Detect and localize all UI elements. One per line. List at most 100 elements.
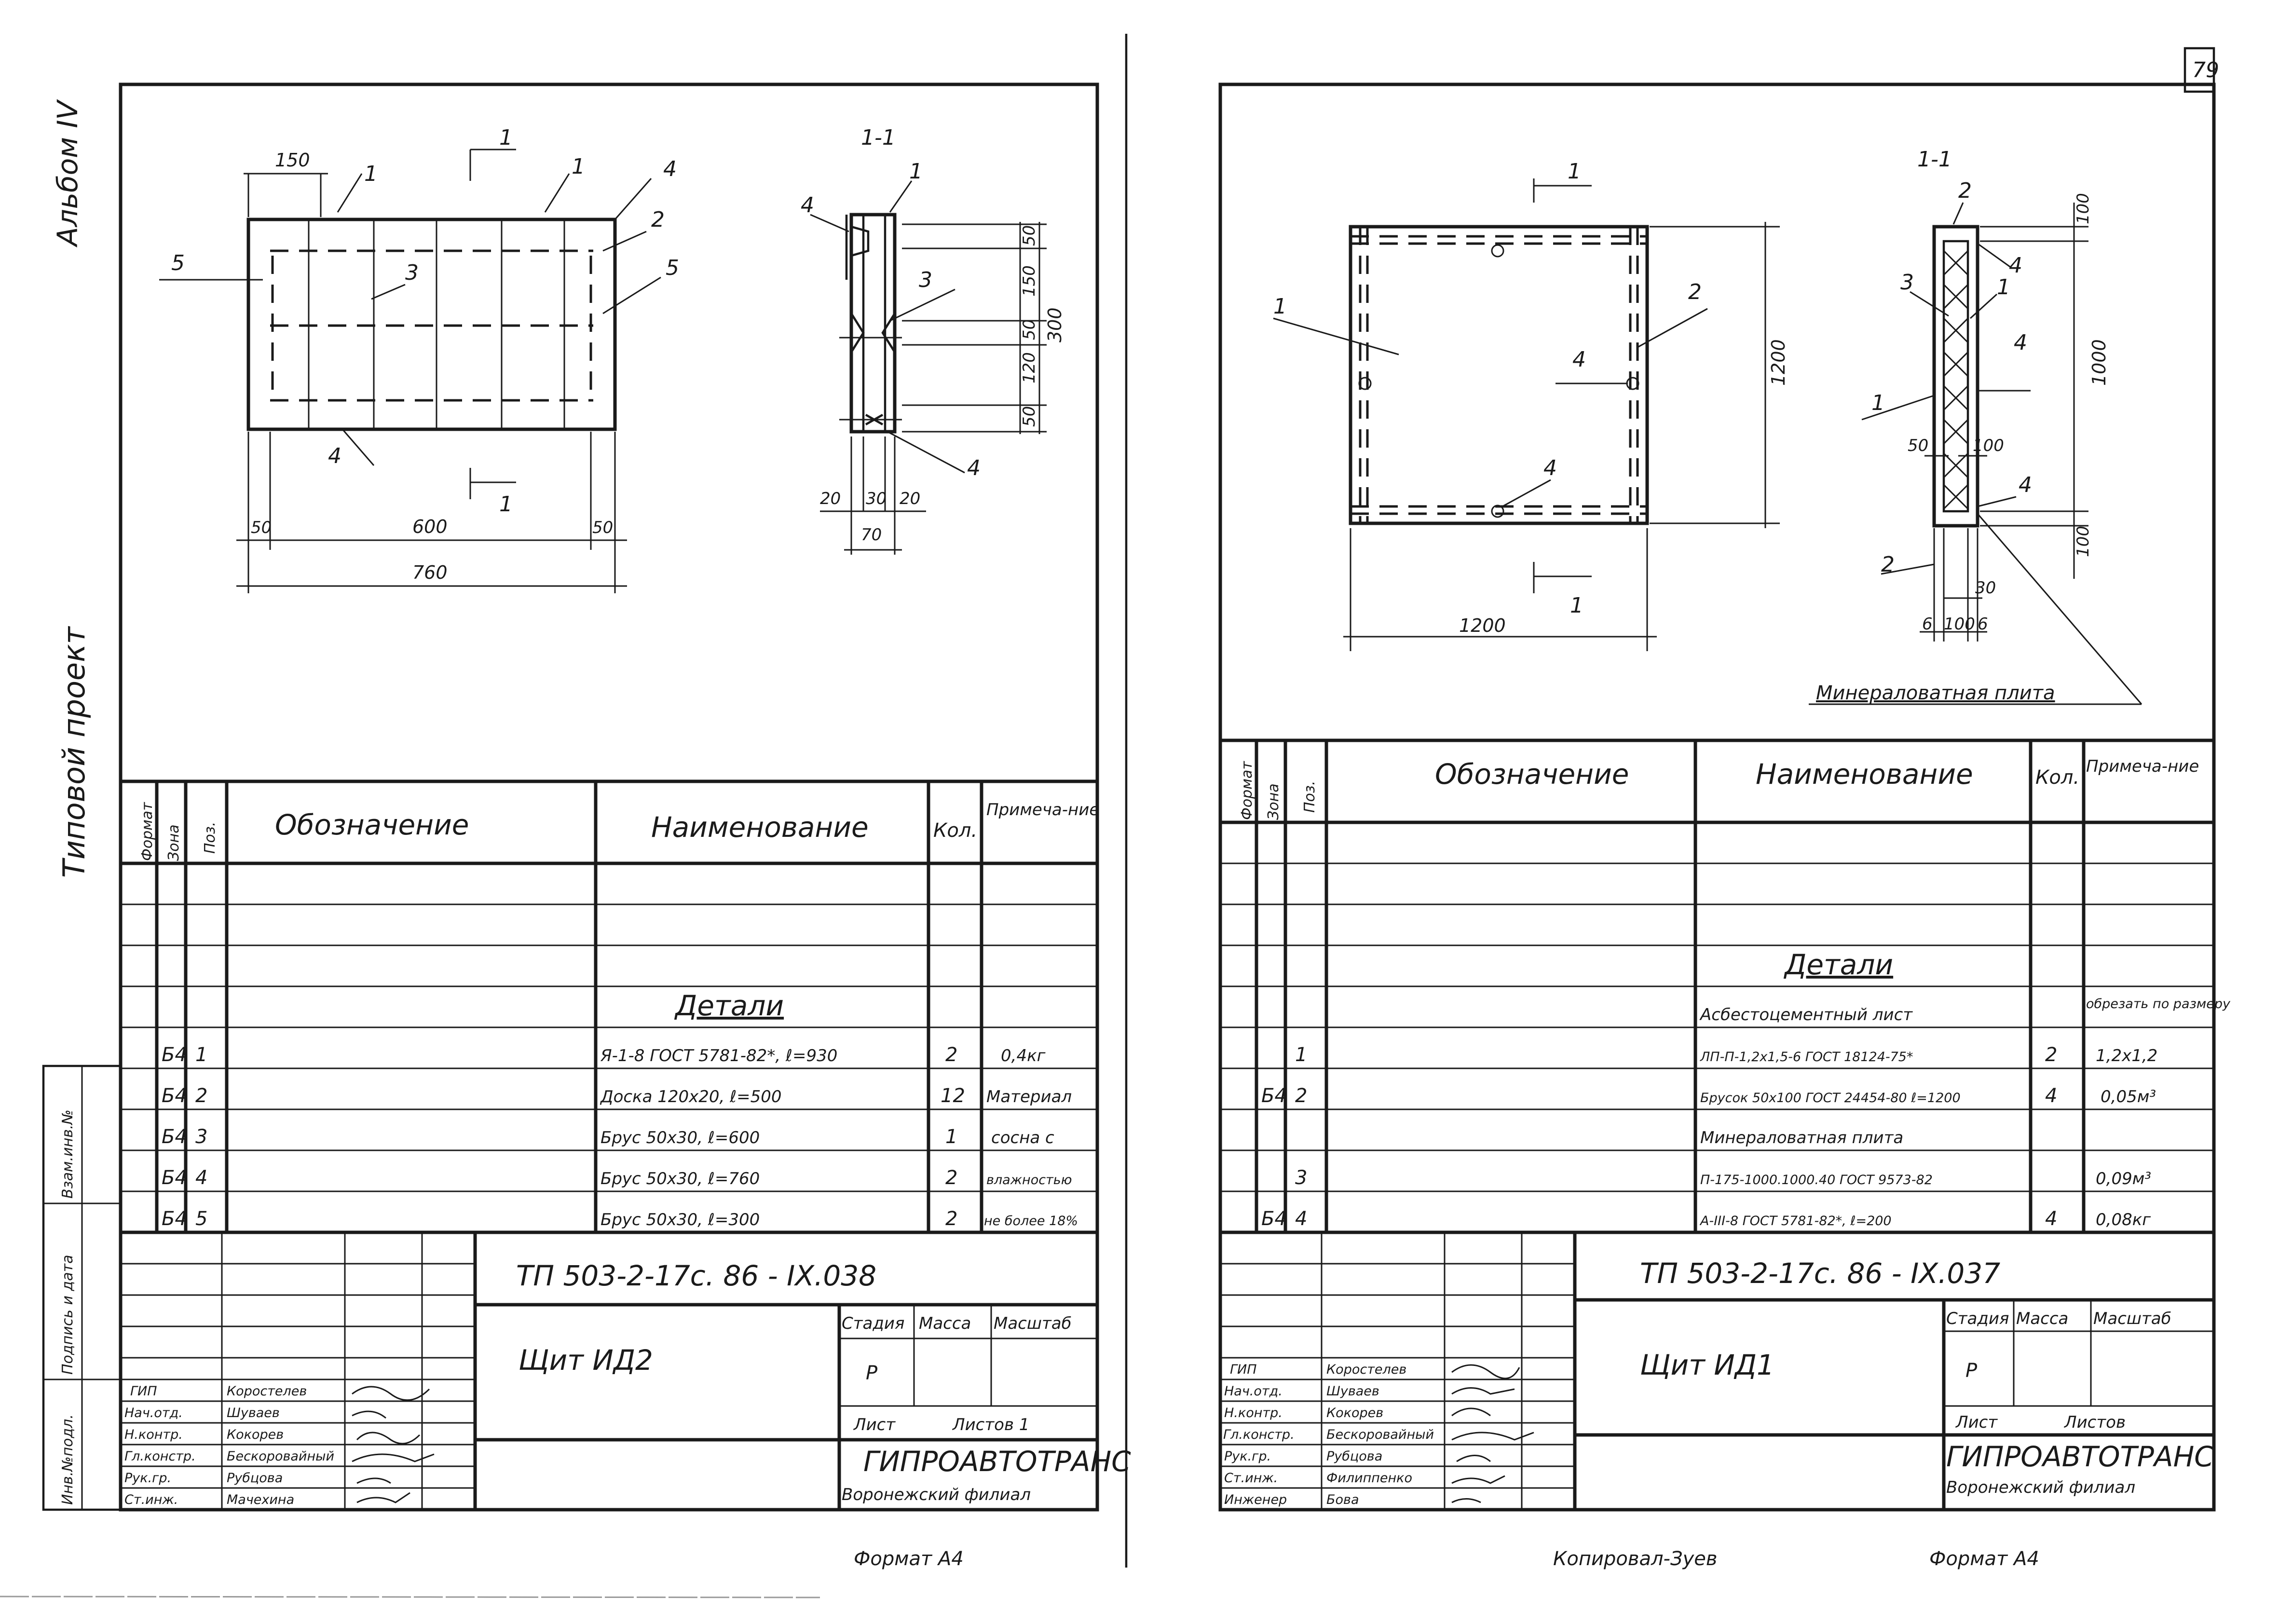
svg-text:Р: Р [866, 1362, 878, 1384]
svg-text:А-III-8 ГОСТ 5781-82*, ℓ=200: А-III-8 ГОСТ 5781-82*, ℓ=200 [1699, 1214, 1892, 1228]
left-section-view: 1-1 50 [801, 125, 1065, 555]
svg-text:Поз.: Поз. [1301, 781, 1318, 813]
svg-text:2: 2 [2045, 1044, 2057, 1066]
signatures-right [1451, 1364, 1534, 1503]
svg-text:ГИП: ГИП [1230, 1362, 1257, 1377]
svg-text:ТП 503-2-17с. 86 - IX.03: ТП 503-2-17с. 86 - IX.037 [1640, 1257, 2000, 1290]
svg-text:1000: 1000 [2088, 339, 2110, 386]
svg-text:Минераловатная плита: Минераловатная плита [1700, 1128, 1903, 1147]
svg-text:Кокорев: Кокорев [227, 1427, 284, 1442]
svg-text:Зона: Зона [165, 824, 182, 861]
svg-text:Воронежский филиал: Воронежский филиал [1946, 1478, 2135, 1497]
svg-text:3: 3 [1295, 1167, 1307, 1189]
stamp-inv-label: Инв.№подл. [59, 1414, 76, 1505]
svg-text:4: 4 [195, 1167, 207, 1189]
svg-text:30: 30 [1975, 578, 1996, 598]
svg-text:50: 50 [1020, 406, 1039, 427]
svg-text:Р: Р [1965, 1360, 1978, 1382]
svg-text:Асбестоцементный лист: Асбестоцементный лист [1699, 1005, 1913, 1024]
svg-text:2: 2 [945, 1167, 957, 1189]
svg-text:Шуваев: Шуваев [1326, 1384, 1379, 1399]
svg-text:Детали: Детали [674, 989, 784, 1022]
svg-text:ГИП: ГИП [130, 1384, 157, 1399]
svg-text:6: 6 [1978, 614, 1988, 634]
svg-text:2: 2 [945, 1208, 957, 1230]
left-sheet-frame [119, 82, 1099, 1512]
svg-text:Щит ИД2: Щит ИД2 [519, 1344, 653, 1377]
svg-text:12: 12 [941, 1085, 965, 1107]
right-format-note: Формат А4 [1929, 1548, 2039, 1570]
svg-text:1: 1 [364, 162, 378, 186]
svg-text:1: 1 [1997, 275, 2010, 300]
svg-text:ТП 503-2-17с. 86 - IX.038: ТП 503-2-17с. 86 - IX.038 [516, 1259, 876, 1292]
svg-text:100: 100 [1944, 614, 1975, 634]
svg-text:Обозначение: Обозначение [1435, 758, 1629, 791]
svg-text:3: 3 [195, 1126, 207, 1148]
left-format-note: Формат А4 [854, 1548, 964, 1570]
svg-text:6: 6 [1922, 614, 1933, 634]
svg-text:100: 100 [2074, 526, 2093, 557]
svg-text:Рубцова: Рубцова [1326, 1449, 1382, 1464]
svg-text:0,08кг: 0,08кг [2096, 1210, 2151, 1229]
svg-text:1: 1 [1871, 391, 1885, 415]
project-type-label: Типовой проект [56, 626, 92, 878]
svg-text:Листов: Листов [2063, 1413, 2126, 1432]
svg-text:Масштаб: Масштаб [2093, 1309, 2171, 1328]
svg-text:4: 4 [2019, 473, 2032, 497]
svg-text:20: 20 [900, 489, 920, 508]
right-spec-table: Формат Зона Поз. Обозначение Наименовани… [1220, 738, 2231, 1232]
svg-text:4: 4 [2045, 1208, 2057, 1230]
svg-text:Зона: Зона [1265, 783, 1282, 820]
svg-text:2: 2 [651, 207, 665, 232]
svg-text:Шуваев: Шуваев [227, 1406, 280, 1420]
svg-text:сосна с: сосна с [991, 1128, 1054, 1147]
svg-text:1: 1 [945, 1126, 957, 1148]
right-sheet-frame [1218, 82, 2216, 1512]
svg-text:Лист: Лист [853, 1415, 896, 1434]
svg-text:1: 1 [572, 154, 585, 179]
svg-text:4: 4 [1295, 1208, 1307, 1230]
svg-text:1: 1 [1568, 159, 1581, 184]
svg-text:Б4: Б4 [162, 1085, 187, 1107]
svg-text:1: 1 [1295, 1044, 1307, 1066]
svg-text:Щит ИД1: Щит ИД1 [1640, 1349, 1774, 1381]
svg-text:Кокорев: Кокорев [1326, 1406, 1383, 1420]
svg-text:ГИПРОАВТОТРАНС: ГИПРОАВТОТРАНС [863, 1445, 1131, 1478]
left-title-block: ТП 503-2-17с. 86 - IX.038 Щит ИД2 Стадия… [121, 1230, 1131, 1510]
svg-text:Примеча-ние: Примеча-ние [986, 800, 1099, 819]
stamp-replace-label: Взам.инв.№ [59, 1109, 76, 1199]
svg-text:Инженер: Инженер [1224, 1492, 1287, 1507]
svg-text:Листов 1: Листов 1 [952, 1415, 1029, 1434]
svg-text:4: 4 [328, 444, 341, 468]
svg-text:не более 18%: не более 18% [984, 1214, 1078, 1228]
right-plan-view: 1 1 1200 1200 1 2 4 4 [1273, 159, 1789, 651]
svg-text:4: 4 [1543, 456, 1557, 480]
svg-text:100: 100 [2074, 193, 2093, 224]
svg-text:Формат: Формат [139, 802, 156, 861]
svg-text:2: 2 [1958, 178, 1972, 203]
right-section-view: 1-1 [1809, 147, 2143, 705]
left-spec-table: Формат Зона Поз. Обозначение Наименовани… [121, 779, 1099, 1232]
svg-text:3: 3 [405, 260, 419, 285]
svg-text:1: 1 [499, 492, 513, 517]
svg-text:Коростелев: Коростелев [1326, 1362, 1406, 1377]
svg-text:ЛП-П-1,2х1,5-6 ГОСТ 18124-75*: ЛП-П-1,2х1,5-6 ГОСТ 18124-75* [1700, 1050, 1913, 1064]
svg-text:Стадия: Стадия [1946, 1309, 2009, 1328]
svg-text:Б4: Б4 [162, 1044, 187, 1066]
svg-text:Б4: Б4 [162, 1208, 187, 1230]
svg-text:4: 4 [2014, 330, 2027, 355]
svg-text:Брус 50х30, ℓ=300: Брус 50х30, ℓ=300 [600, 1210, 760, 1229]
svg-text:Рубцова: Рубцова [227, 1471, 283, 1486]
svg-text:4: 4 [2045, 1085, 2057, 1107]
svg-text:5: 5 [195, 1208, 207, 1230]
svg-text:2: 2 [1688, 280, 1702, 304]
svg-text:1-1: 1-1 [861, 125, 896, 150]
svg-text:Нач.отд.: Нач.отд. [124, 1406, 183, 1420]
svg-text:Н.контр.: Н.контр. [1224, 1406, 1283, 1420]
svg-text:влажностью: влажностью [986, 1173, 1072, 1187]
svg-text:Доска 120х20, ℓ=500: Доска 120х20, ℓ=500 [600, 1087, 782, 1106]
page-number-box [2183, 47, 2215, 93]
svg-text:Детали: Детали [1783, 948, 1893, 981]
svg-text:Гл.констр.: Гл.констр. [1223, 1427, 1295, 1442]
